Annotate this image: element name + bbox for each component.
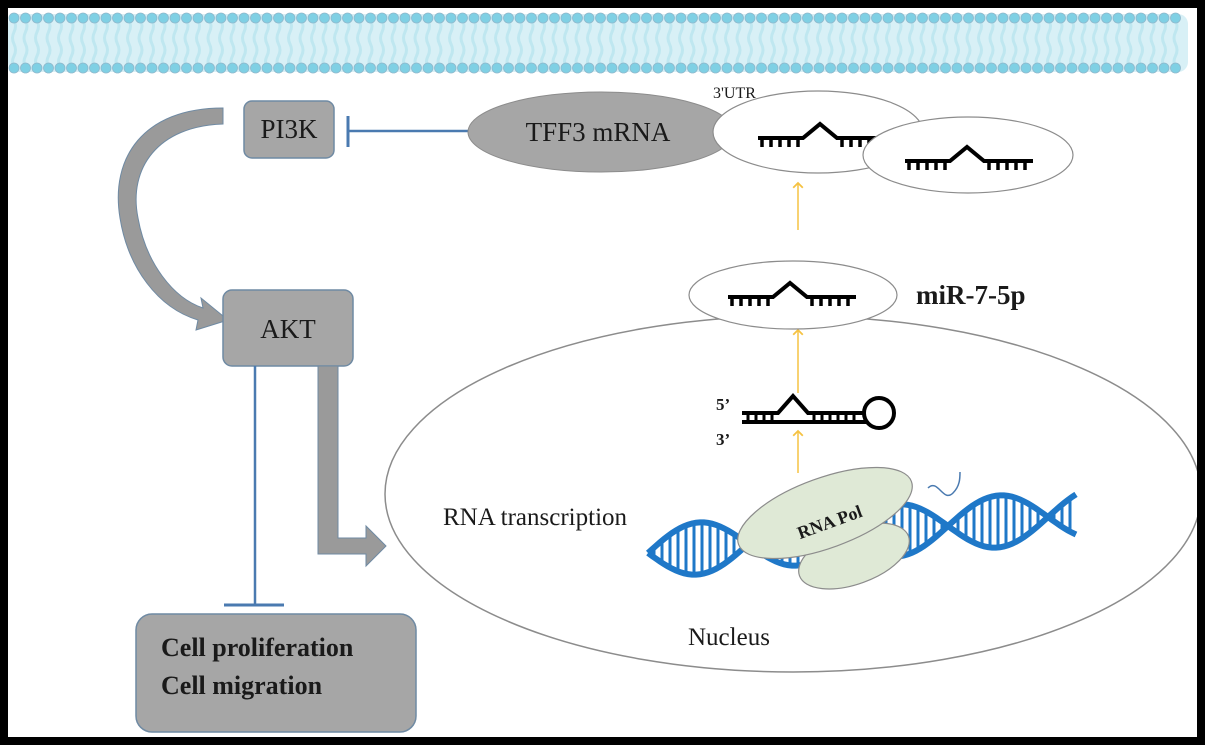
utr-bound-mirna-2 bbox=[862, 116, 1074, 194]
outcome-label-proliferation: Cell proliferation bbox=[161, 633, 354, 662]
mirna-strand-icon bbox=[758, 121, 886, 147]
akt-node: AKT bbox=[222, 289, 354, 367]
mir-7-5p-label: miR-7-5p bbox=[916, 280, 1026, 310]
pathway-diagram: PI3K AKT Cell proliferation Cell migrati… bbox=[8, 12, 1197, 733]
outcome-label-migration: Cell migration bbox=[161, 671, 323, 700]
pi3k-node: PI3K bbox=[243, 100, 335, 159]
five-prime-label: 5’ bbox=[716, 395, 730, 414]
mirna-strand-icon bbox=[905, 144, 1033, 170]
pre-mirna-hairpin-icon: 5’ 3’ bbox=[716, 392, 896, 449]
nucleus-label: Nucleus bbox=[688, 624, 770, 651]
three-prime-label: 3’ bbox=[716, 430, 730, 449]
mir-7-5p-node: miR-7-5p bbox=[688, 260, 1026, 330]
outcome-node: Cell proliferation Cell migration bbox=[135, 613, 417, 733]
akt-to-transcription-arrow bbox=[317, 365, 387, 568]
cell-membrane bbox=[8, 12, 1188, 74]
pi3k-to-akt-arrow bbox=[117, 107, 230, 331]
pi3k-label: PI3K bbox=[260, 114, 318, 144]
akt-inhibits-outcome bbox=[224, 366, 284, 607]
rna-polymerase: RNA Pol bbox=[737, 466, 961, 590]
akt-label: AKT bbox=[260, 314, 316, 344]
tff3-mrna-label: TFF3 mRNA bbox=[526, 117, 671, 147]
utr-label: 3'UTR bbox=[713, 85, 756, 102]
diagram-panel: PI3K AKT Cell proliferation Cell migrati… bbox=[8, 8, 1197, 737]
mirna-strand-icon bbox=[728, 280, 856, 306]
tff3-inhibits-pi3k bbox=[346, 116, 478, 147]
tff3-mrna-node: TFF3 mRNA 3'UTR bbox=[467, 85, 756, 173]
rna-transcription-label: RNA transcription bbox=[443, 504, 628, 531]
